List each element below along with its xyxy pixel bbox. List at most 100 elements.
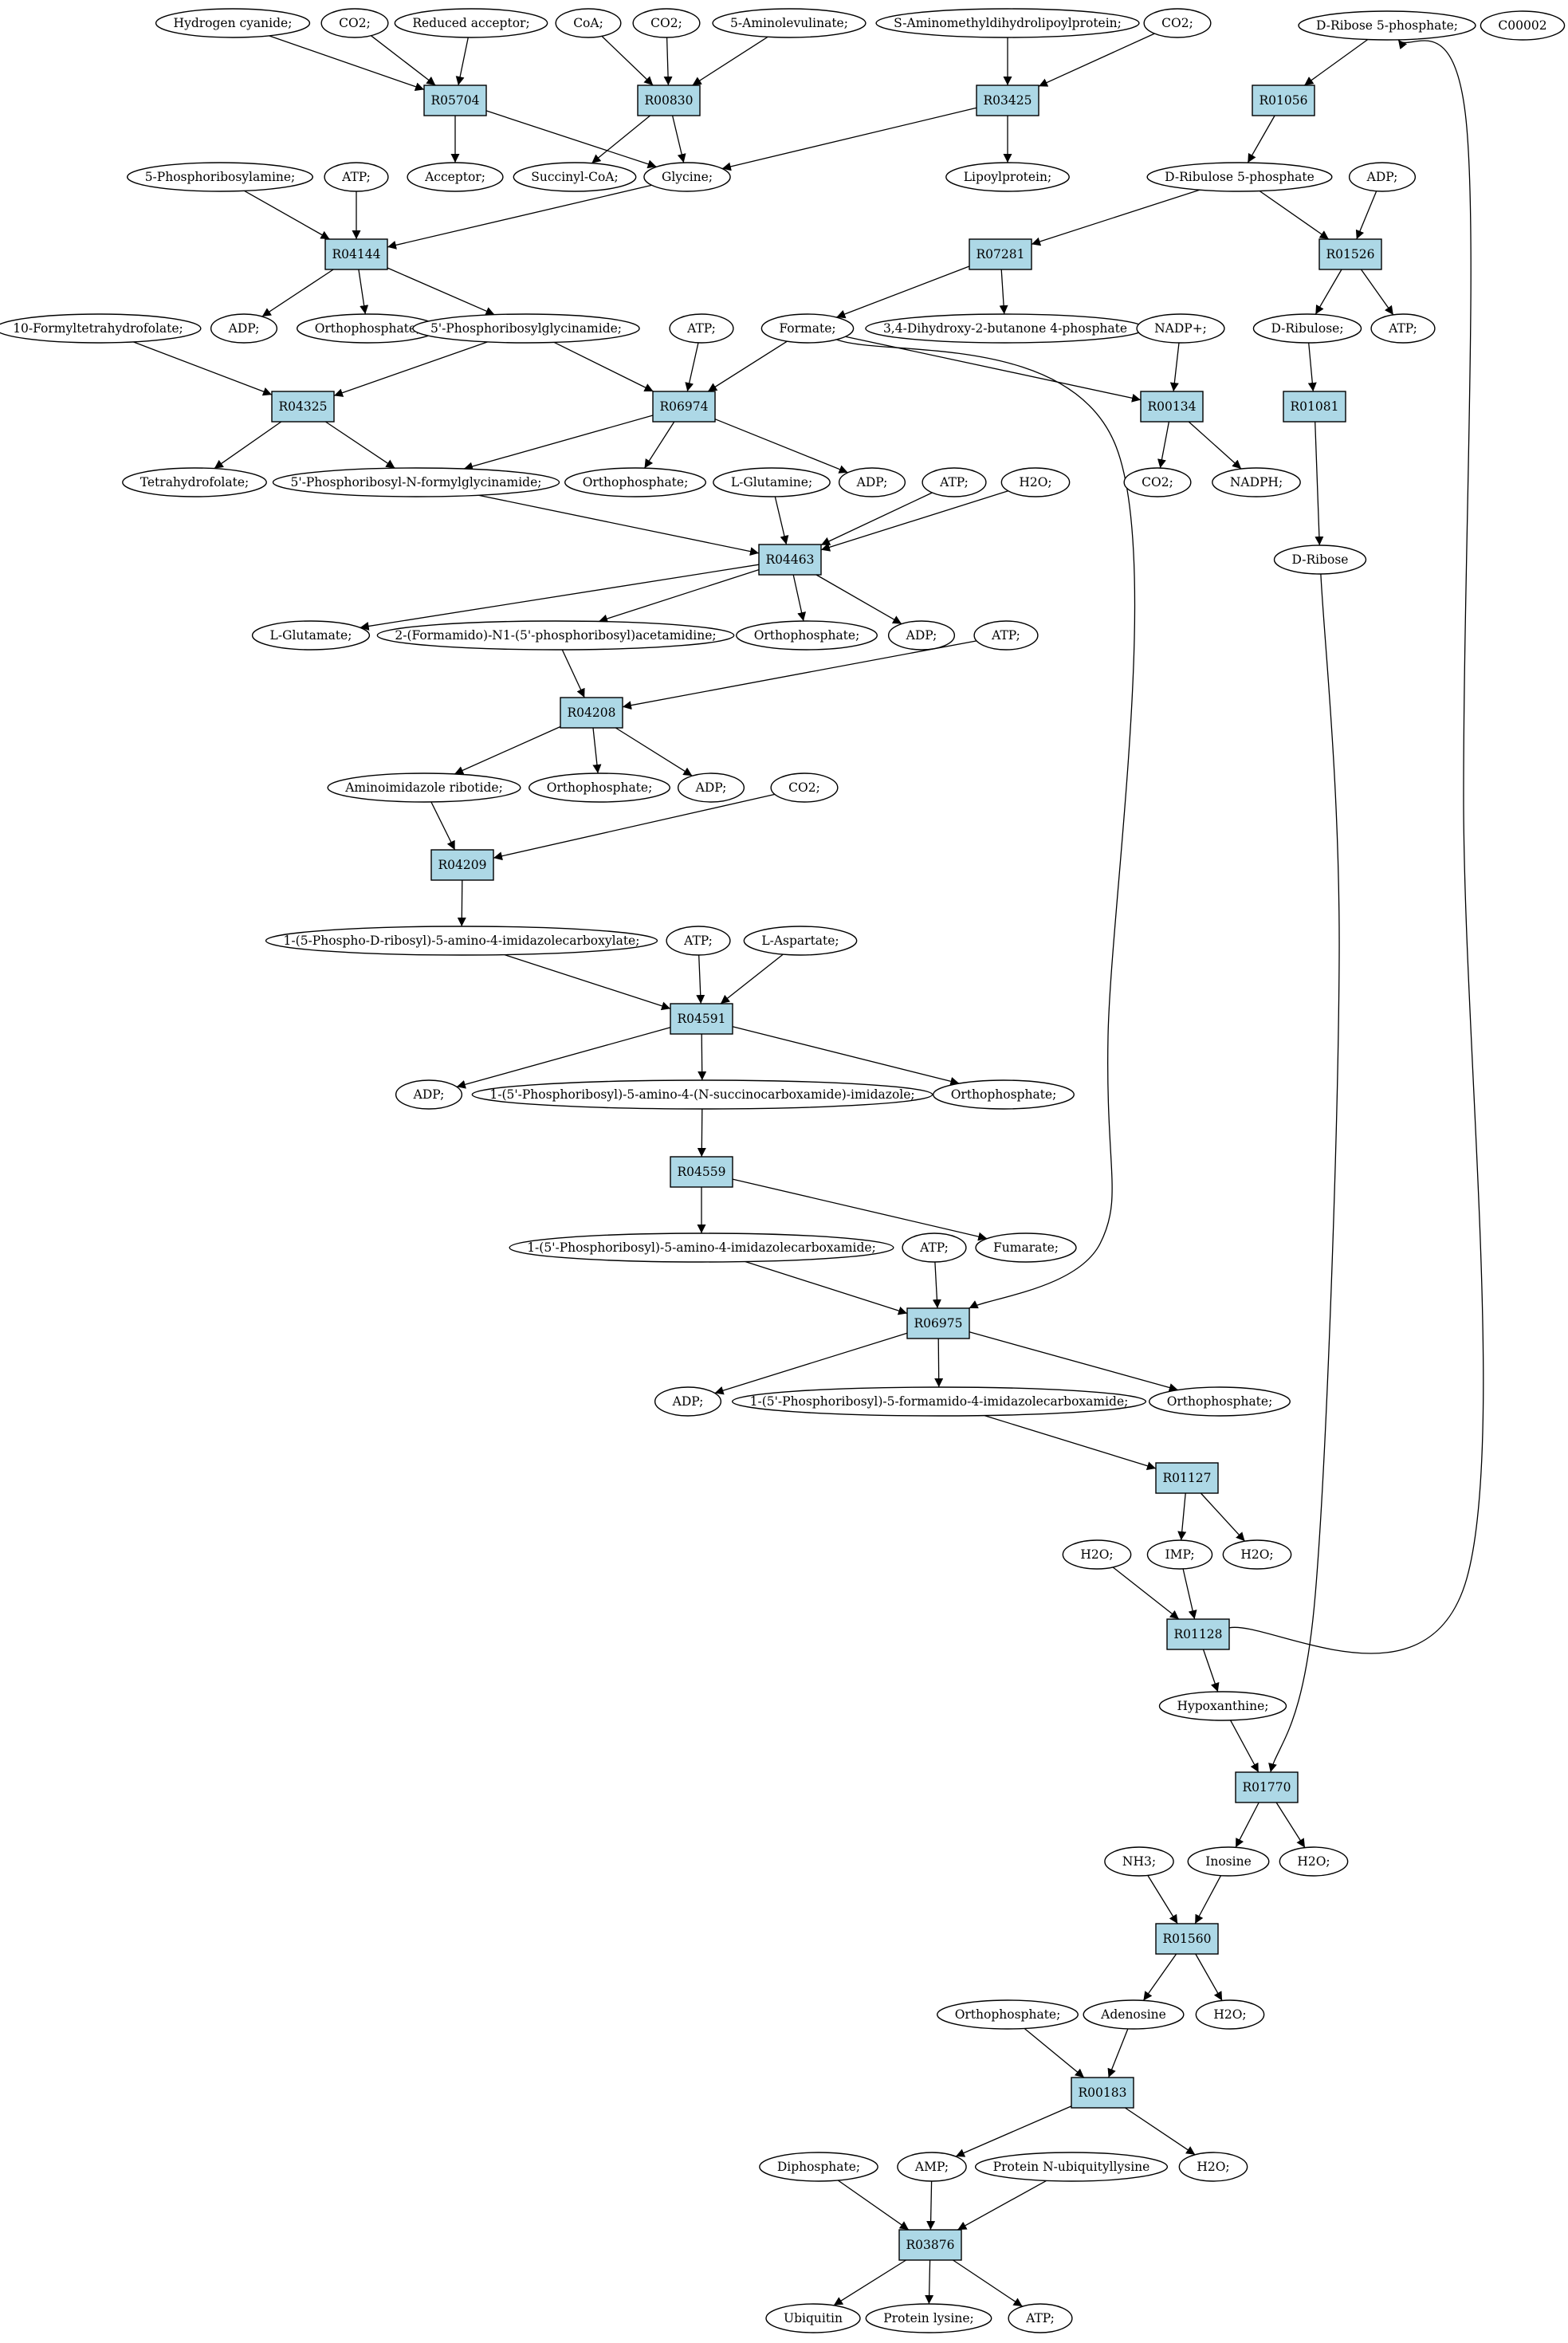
- reaction-node-r00830[interactable]: R00830: [637, 85, 701, 116]
- reaction-node-r01081[interactable]: R01081: [1283, 391, 1346, 423]
- metabolite-node-formate[interactable]: Formate;: [760, 313, 855, 344]
- reaction-node-r01128[interactable]: R01128: [1166, 1618, 1230, 1650]
- metabolite-node-10-formyltetrahydrofolate[interactable]: 10-Formyltetrahydrofolate;: [0, 313, 202, 344]
- reaction-node-r04144[interactable]: R04144: [324, 238, 388, 270]
- metabolite-node-c00002[interactable]: C00002: [1480, 10, 1566, 41]
- metabolite-node-orthophosphate[interactable]: Orthophosphate;: [932, 1079, 1075, 1110]
- metabolite-node-l-glutamate[interactable]: L-Glutamate;: [251, 620, 371, 651]
- reaction-node-r04559[interactable]: R04559: [670, 1156, 733, 1188]
- metabolite-node-adp[interactable]: ADP;: [838, 467, 906, 497]
- reaction-node-r01526[interactable]: R01526: [1318, 238, 1382, 270]
- metabolite-node-protein-n-ubiquityllysine[interactable]: Protein N-ubiquityllysine: [974, 2152, 1169, 2182]
- metabolite-node-amp[interactable]: AMP;: [897, 2152, 967, 2182]
- metabolite-node-protein-lysine[interactable]: Protein lysine;: [865, 2303, 992, 2333]
- metabolite-node-reduced-acceptor[interactable]: Reduced acceptor;: [394, 8, 548, 38]
- metabolite-node-imp[interactable]: IMP;: [1146, 1539, 1213, 1570]
- metabolite-node-d-ribulose[interactable]: D-Ribulose;: [1252, 313, 1362, 344]
- reaction-node-r01127[interactable]: R01127: [1155, 1462, 1219, 1494]
- metabolite-node-atp[interactable]: ATP;: [324, 162, 389, 192]
- metabolite-node-orthophosphate-label: Orthophosphate;: [1167, 1394, 1273, 1409]
- metabolite-node-atp[interactable]: ATP;: [669, 313, 734, 344]
- reaction-node-r05704[interactable]: R05704: [423, 85, 487, 116]
- reaction-node-r00134[interactable]: R00134: [1140, 391, 1204, 423]
- reaction-node-r04591[interactable]: R04591: [670, 1003, 733, 1035]
- reaction-node-r06974[interactable]: R06974: [652, 391, 716, 423]
- metabolite-node-h2o[interactable]: H2O;: [1195, 1999, 1265, 2030]
- metabolite-node-coa[interactable]: CoA;: [555, 8, 622, 38]
- metabolite-node-2-formamido-n1-5-phosphoribosyl-acetamidine[interactable]: 2-(Formamido)-N1-(5'-phosphoribosyl)acet…: [376, 620, 735, 651]
- metabolite-node-glycine[interactable]: Glycine;: [643, 162, 731, 192]
- metabolite-node-nh3[interactable]: NH3;: [1104, 1846, 1174, 1877]
- metabolite-node-1-5-phosphoribosyl-5-formamido-4-imidazolecarboxamide[interactable]: 1-(5'-Phosphoribosyl)-5-formamido-4-imid…: [731, 1386, 1147, 1417]
- metabolite-node-d-ribose[interactable]: D-Ribose: [1273, 544, 1367, 575]
- reaction-node-r01560[interactable]: R01560: [1155, 1923, 1219, 1955]
- metabolite-node-orthophosphate[interactable]: Orthophosphate;: [936, 1999, 1079, 2030]
- metabolite-node-l-glutamine[interactable]: L-Glutamine;: [713, 467, 831, 497]
- metabolite-node-orthophosphate[interactable]: Orthophosphate;: [1148, 1386, 1291, 1417]
- metabolite-node-nadp[interactable]: NADP+;: [1136, 313, 1225, 344]
- metabolite-node-acceptor[interactable]: Acceptor;: [407, 162, 504, 192]
- metabolite-node-co2[interactable]: CO2;: [1123, 467, 1192, 497]
- metabolite-node-adp[interactable]: ADP;: [1348, 162, 1417, 192]
- metabolite-node-h2o[interactable]: H2O;: [1000, 467, 1071, 497]
- metabolite-node-h2o[interactable]: H2O;: [1222, 1539, 1292, 1570]
- metabolite-node-h2o[interactable]: H2O;: [1062, 1539, 1132, 1570]
- metabolite-node-atp[interactable]: ATP;: [666, 926, 731, 956]
- metabolite-node-hydrogen-cyanide[interactable]: Hydrogen cyanide;: [155, 8, 311, 38]
- metabolite-node-d-ribose-5-phosphate[interactable]: D-Ribose 5-phosphate;: [1298, 10, 1476, 41]
- metabolite-node-orthophosphate[interactable]: Orthophosphate;: [735, 620, 878, 651]
- metabolite-node-atp[interactable]: ATP;: [973, 620, 1039, 651]
- metabolite-node-3-4-dihydroxy-2-butanone-4-phosphate[interactable]: 3,4-Dihydroxy-2-butanone 4-phosphate: [865, 313, 1146, 344]
- reaction-node-r04209[interactable]: R04209: [430, 849, 494, 881]
- metabolite-node-1-5-phosphoribosyl-5-amino-4-n-succinocarboxamide-imidazole[interactable]: 1-(5'-Phosphoribosyl)-5-amino-4-(N-succi…: [471, 1079, 933, 1110]
- metabolite-node-orthophosphate[interactable]: Orthophosphate;: [296, 313, 439, 344]
- metabolite-node-1-5-phospho-d-ribosyl-5-amino-4-imidazolecarboxylate[interactable]: 1-(5-Phospho-D-ribosyl)-5-amino-4-imidaz…: [265, 926, 658, 956]
- reaction-node-r01056[interactable]: R01056: [1252, 85, 1315, 116]
- metabolite-node-lipoylprotein[interactable]: Lipoylprotein;: [945, 162, 1070, 192]
- reaction-node-r03425[interactable]: R03425: [976, 85, 1039, 116]
- metabolite-node-ubiquitin[interactable]: Ubiquitin: [765, 2303, 861, 2333]
- metabolite-node-5-phosphoribosylglycinamide[interactable]: 5'-Phosphoribosylglycinamide;: [412, 313, 640, 344]
- metabolite-node-nadph[interactable]: NADPH;: [1212, 467, 1301, 497]
- reaction-node-r04208[interactable]: R04208: [560, 697, 623, 729]
- reaction-node-r04325[interactable]: R04325: [271, 391, 335, 423]
- metabolite-node-diphosphate[interactable]: Diphosphate;: [759, 2152, 878, 2182]
- metabolite-node-d-ribulose-5-phosphate[interactable]: D-Ribulose 5-phosphate: [1146, 162, 1333, 192]
- metabolite-node-tetrahydrofolate[interactable]: Tetrahydrofolate;: [122, 467, 267, 497]
- metabolite-node-5-phosphoribosylamine[interactable]: 5-Phosphoribosylamine;: [126, 162, 314, 192]
- metabolite-node-h2o[interactable]: H2O;: [1279, 1846, 1349, 1877]
- reaction-node-r03876[interactable]: R03876: [898, 2229, 962, 2261]
- metabolite-node-adenosine[interactable]: Adenosine: [1083, 1999, 1185, 2030]
- metabolite-node-adp[interactable]: ADP;: [887, 620, 956, 651]
- metabolite-node-co2[interactable]: CO2;: [1143, 8, 1212, 38]
- reaction-node-r01770[interactable]: R01770: [1235, 1771, 1299, 1803]
- metabolite-node-1-5-phosphoribosyl-5-amino-4-imidazolecarboxamide[interactable]: 1-(5'-Phosphoribosyl)-5-amino-4-imidazol…: [509, 1232, 894, 1263]
- metabolite-node-inosine[interactable]: Inosine: [1187, 1846, 1270, 1877]
- metabolite-node-orthophosphate[interactable]: Orthophosphate;: [564, 467, 707, 497]
- metabolite-node-co2[interactable]: CO2;: [320, 8, 389, 38]
- metabolite-node-s-aminomethyldihydrolipoylprotein[interactable]: S-Aminomethyldihydrolipoylprotein;: [875, 8, 1140, 38]
- metabolite-node-co2[interactable]: CO2;: [632, 8, 701, 38]
- reaction-node-r06975[interactable]: R06975: [906, 1307, 970, 1339]
- reaction-node-r00183[interactable]: R00183: [1071, 2077, 1134, 2109]
- metabolite-node-adp[interactable]: ADP;: [395, 1079, 463, 1110]
- metabolite-node-l-aspartate[interactable]: L-Aspartate;: [743, 926, 858, 956]
- metabolite-node-atp[interactable]: ATP;: [1008, 2303, 1073, 2333]
- metabolite-node-h2o[interactable]: H2O;: [1178, 2152, 1248, 2182]
- metabolite-node-adp[interactable]: ADP;: [210, 313, 278, 344]
- metabolite-node-succinyl-coa[interactable]: Succinyl-CoA;: [513, 162, 637, 192]
- metabolite-node-atp[interactable]: ATP;: [1370, 313, 1436, 344]
- metabolite-node-hypoxanthine[interactable]: Hypoxanthine;: [1158, 1691, 1287, 1721]
- metabolite-node-co2[interactable]: CO2;: [770, 772, 839, 803]
- reaction-node-r07281[interactable]: R07281: [969, 238, 1032, 270]
- metabolite-node-adp[interactable]: ADP;: [677, 772, 745, 803]
- reaction-node-r04463[interactable]: R04463: [758, 544, 822, 576]
- metabolite-node-orthophosphate[interactable]: Orthophosphate;: [528, 772, 671, 803]
- metabolite-node-5-phosphoribosyl-n-formylglycinamide[interactable]: 5'-Phosphoribosyl-N-formylglycinamide;: [272, 467, 560, 497]
- metabolite-node-aminoimidazole-ribotide[interactable]: Aminoimidazole ribotide;: [327, 772, 521, 803]
- metabolite-node-atp[interactable]: ATP;: [902, 1232, 967, 1263]
- metabolite-node-adp[interactable]: ADP;: [654, 1386, 722, 1417]
- metabolite-node-fumarate[interactable]: Fumarate;: [975, 1232, 1077, 1263]
- metabolite-node-atp[interactable]: ATP;: [922, 467, 987, 497]
- metabolite-node-5-aminolevulinate[interactable]: 5-Aminolevulinate;: [712, 8, 867, 38]
